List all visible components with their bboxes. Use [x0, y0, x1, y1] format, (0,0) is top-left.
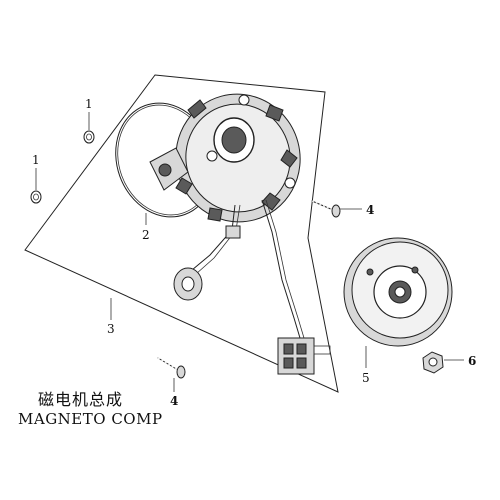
- bolt-upper: [311, 200, 362, 218]
- title-english: MAGNETO COMP: [18, 410, 163, 428]
- stator-assembly: [149, 93, 301, 223]
- assembly-boundary: [24, 74, 339, 393]
- flywheel-nut: [422, 351, 464, 374]
- pulse-sensor: [173, 267, 203, 301]
- callout-2: 2: [142, 228, 150, 242]
- callout-5: 5: [362, 371, 370, 385]
- o-ring-upper: [83, 130, 95, 144]
- callout-1b: 1: [32, 153, 40, 167]
- callout-4a: 4: [366, 203, 374, 217]
- callout-4b: 4: [170, 394, 178, 408]
- title-chinese: 磁电机总成: [38, 390, 124, 409]
- callout-1a: 1: [85, 97, 93, 111]
- callout-3: 3: [107, 322, 115, 336]
- flywheel-rotor: [343, 237, 453, 347]
- harness-connector: [277, 337, 331, 375]
- callout-6: 6: [468, 354, 476, 368]
- bolt-lower: [157, 357, 186, 392]
- o-ring-lower: [30, 190, 42, 204]
- wiring-harness: [191, 199, 305, 339]
